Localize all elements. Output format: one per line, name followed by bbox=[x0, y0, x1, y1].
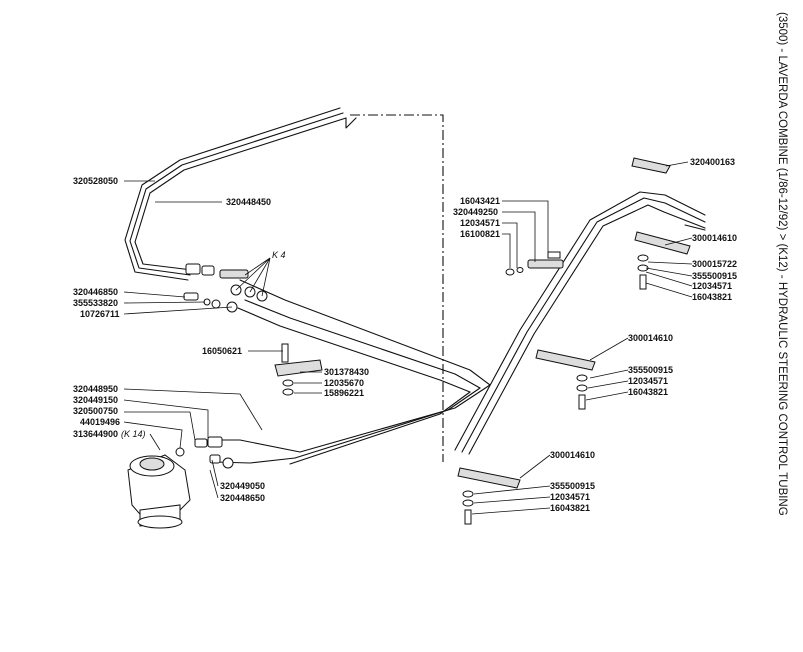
label-320449150: 320449150 bbox=[73, 395, 118, 405]
middle-clamp bbox=[274, 343, 323, 396]
main-tube-bundle bbox=[204, 279, 491, 465]
label-12034571-d: 12034571 bbox=[550, 492, 590, 502]
label-320500750: 320500750 bbox=[73, 406, 118, 416]
label-355500915-b: 355500915 bbox=[628, 365, 673, 375]
label-16050621: 16050621 bbox=[202, 346, 242, 356]
label-16043821-b: 16043821 bbox=[628, 387, 668, 397]
label-355500915-c: 355500915 bbox=[550, 481, 595, 491]
clamp-right-3 bbox=[457, 467, 521, 525]
section-divider bbox=[350, 114, 444, 462]
label-320448450: 320448450 bbox=[226, 197, 271, 207]
label-10726711: 10726711 bbox=[80, 309, 120, 319]
label-12034571-c: 12034571 bbox=[628, 376, 668, 386]
part-labels: 320528050 320448450 K 4 320446850 355533… bbox=[73, 157, 737, 513]
k4-fittings bbox=[183, 263, 268, 313]
label-300014610-b: 300014610 bbox=[628, 333, 673, 343]
upper-tube-bundle bbox=[124, 107, 357, 281]
label-16100821: 16100821 bbox=[460, 229, 500, 239]
label-16043821-c: 16043821 bbox=[550, 503, 590, 513]
label-44019496: 44019496 bbox=[80, 417, 120, 427]
label-16043821-a: 16043821 bbox=[692, 292, 732, 302]
diagram-title: (3500) - LAVERDA COMBINE (1/86-12/92) > … bbox=[776, 12, 788, 516]
right-tube-bundle bbox=[454, 191, 706, 455]
label-320446850: 320446850 bbox=[73, 287, 118, 297]
label-320400163: 320400163 bbox=[690, 157, 735, 167]
label-12034571-b: 12034571 bbox=[692, 281, 732, 291]
leader-lines bbox=[123, 161, 693, 515]
label-15896221: 15896221 bbox=[324, 388, 364, 398]
clamp-right-1 bbox=[634, 231, 691, 290]
label-300014610-a: 300014610 bbox=[692, 233, 737, 243]
label-320528050: 320528050 bbox=[73, 176, 118, 186]
steering-unit bbox=[127, 454, 191, 529]
label-320448650: 320448650 bbox=[220, 493, 265, 503]
label-355533820: 355533820 bbox=[73, 298, 118, 308]
label-300014610-c: 300014610 bbox=[550, 450, 595, 460]
label-320449050: 320449050 bbox=[220, 481, 265, 491]
group-label-k14: (K 14) bbox=[121, 429, 146, 439]
label-16043421: 16043421 bbox=[460, 196, 500, 206]
label-300015722: 300015722 bbox=[692, 259, 737, 269]
label-301378430: 301378430 bbox=[324, 367, 369, 377]
label-313644900: 313644900 bbox=[73, 429, 118, 439]
label-355500915-a: 355500915 bbox=[692, 271, 737, 281]
lower-fittings bbox=[175, 436, 234, 469]
bracket-parts bbox=[505, 251, 564, 276]
label-320449250: 320449250 bbox=[453, 207, 498, 217]
clamp-top-right bbox=[631, 157, 671, 174]
label-320448950: 320448950 bbox=[73, 384, 118, 394]
group-label-k4: K 4 bbox=[272, 250, 286, 260]
clamp-right-2 bbox=[535, 349, 596, 410]
label-12034571-a: 12034571 bbox=[460, 218, 500, 228]
label-12035670: 12035670 bbox=[324, 378, 364, 388]
